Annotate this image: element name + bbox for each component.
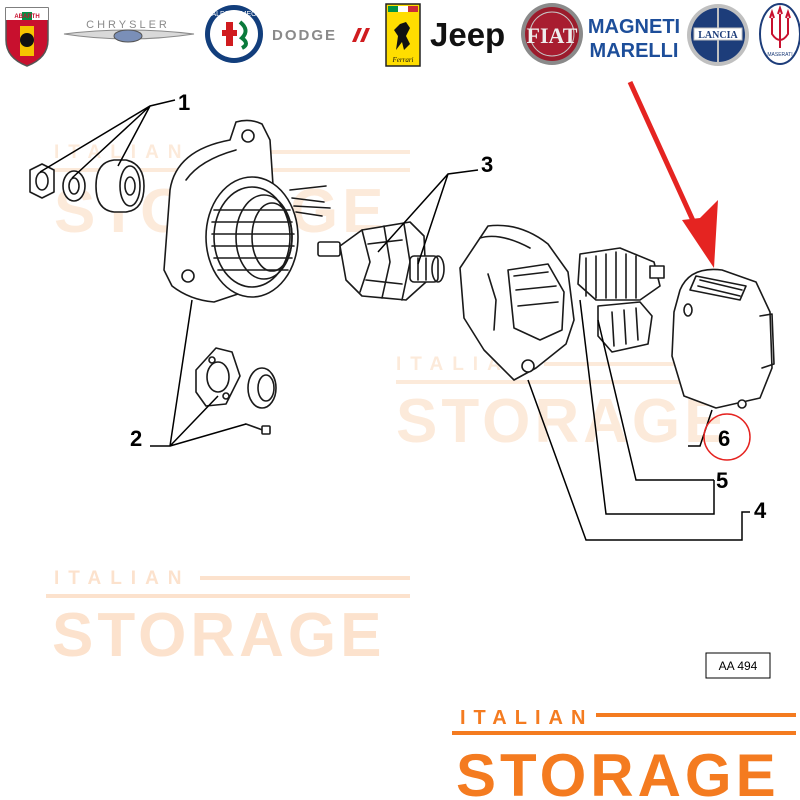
- callout-numbers: 1 2 3 4 5 6: [130, 90, 767, 523]
- part-5-voltage-regulator: [577, 247, 665, 353]
- abarth-label: ABARTH: [14, 14, 39, 20]
- chrysler-label: CHRYSLER: [86, 19, 170, 31]
- alfa-romeo-logo: ALFA ROMEO: [205, 5, 263, 63]
- footer-logo-line1: ITALIAN: [460, 707, 593, 729]
- watermark-lower-line1: ITALIAN: [54, 568, 191, 589]
- callout-2: 2: [130, 426, 142, 451]
- callout-5: 5: [716, 468, 728, 493]
- callout-3: 3: [481, 152, 493, 177]
- lancia-logo: LANCIA: [687, 4, 749, 66]
- callout-6: 6: [718, 426, 730, 451]
- part-1-nut-washer-spacer: [29, 159, 145, 213]
- ferrari-label: Ferrari: [392, 56, 414, 64]
- alfa-romeo-label: ALFA ROMEO: [211, 11, 257, 18]
- callout-1: 1: [178, 90, 190, 115]
- highlight-circle: [703, 413, 751, 461]
- lancia-label: LANCIA: [698, 30, 738, 41]
- fiat-logo: FIAT: [521, 3, 583, 65]
- watermark-middle-line2: STORAGE: [396, 387, 729, 456]
- brand-logo-strip: ABARTH CHRYSLER ALFA ROMEO DODGE: [5, 3, 800, 67]
- part-6-rear-cover: [671, 268, 775, 409]
- highlight-arrow-head: [682, 200, 718, 268]
- dodge-logo: DODGE: [272, 27, 370, 44]
- magneti-marelli-logo: MAGNETI MARELLI: [588, 16, 680, 62]
- jeep-label: Jeep: [430, 16, 505, 53]
- magneti-label: MAGNETI: [588, 16, 680, 38]
- watermark-lower: ITALIAN STORAGE: [46, 568, 410, 670]
- ferrari-logo: Ferrari: [385, 3, 421, 67]
- leader-lines: [39, 99, 750, 541]
- watermark-middle: ITALIAN STORAGE: [396, 354, 754, 456]
- highlight-arrow-shaft: [627, 80, 703, 238]
- part-4-rear-housing: [459, 224, 575, 381]
- fiat-label: FIAT: [527, 23, 578, 48]
- reference-code: AA 494: [719, 659, 758, 673]
- chrysler-logo: CHRYSLER: [63, 19, 195, 43]
- footer-logo-line2: STORAGE: [456, 742, 780, 800]
- abarth-logo: ABARTH: [5, 7, 49, 67]
- watermark-lower-line2: STORAGE: [52, 601, 385, 670]
- highlight-annotation: [627, 80, 751, 461]
- part-3-rotor: [317, 221, 445, 301]
- dodge-label: DODGE: [272, 27, 337, 44]
- marelli-label: MARELLI: [590, 40, 679, 62]
- jeep-logo: Jeep: [430, 16, 505, 53]
- callout-4: 4: [754, 498, 767, 523]
- watermark-top-line1: ITALIAN: [54, 142, 191, 163]
- maserati-logo: MASERATI: [759, 3, 800, 65]
- watermark-middle-line1: ITALIAN: [396, 354, 533, 375]
- maserati-label: MASERATI: [767, 52, 792, 58]
- footer-brand-logo: ITALIAN STORAGE: [452, 707, 796, 800]
- reference-code-box: AA 494: [705, 652, 771, 679]
- alternator-front-housing: [163, 119, 331, 303]
- part-2-bearing-plate-screw: [195, 347, 277, 435]
